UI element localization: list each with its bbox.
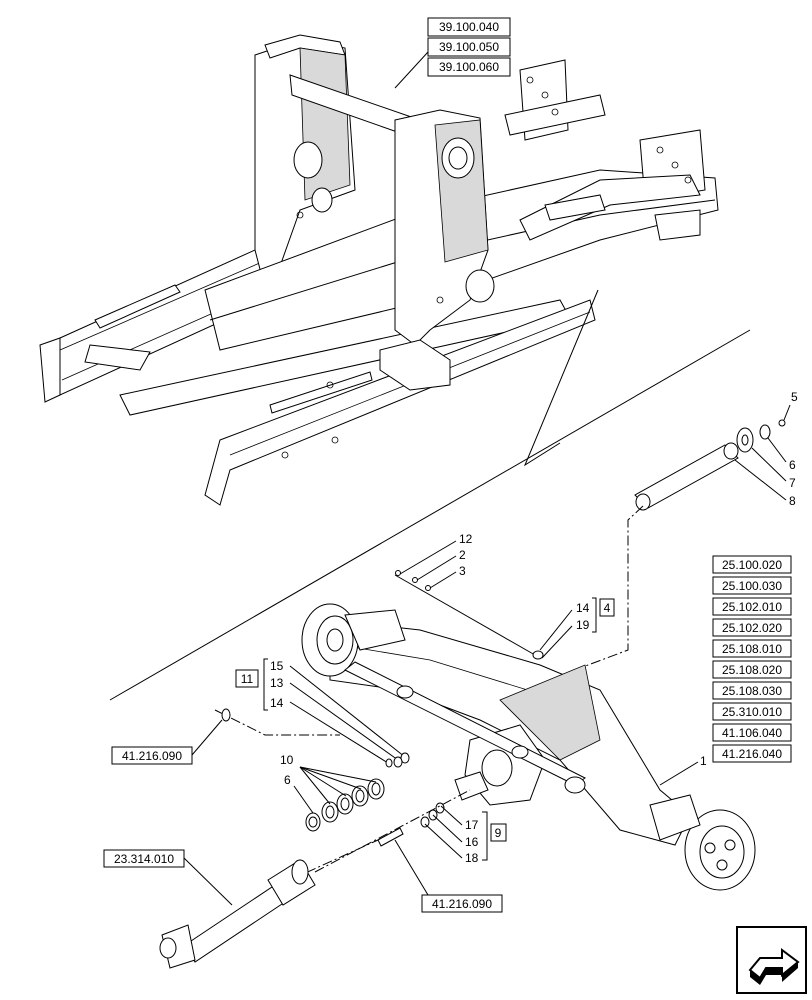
- callout-5: 5: [791, 390, 798, 404]
- driveshaft-ref[interactable]: 23.314.010: [114, 852, 174, 866]
- callout-9: 9: [495, 826, 502, 840]
- frame-ref-1[interactable]: 39.100.040: [439, 20, 499, 34]
- callout-1: 1: [700, 754, 707, 768]
- frame-reference-group: 39.100.040 39.100.050 39.100.060: [427, 17, 511, 77]
- callout-15: 15: [270, 659, 284, 673]
- axle-ref-8[interactable]: 25.310.010: [722, 705, 782, 719]
- tractor-frame-drawing: [39, 34, 719, 506]
- axle-ref-7[interactable]: 25.108.030: [722, 684, 782, 698]
- axle-ref-10[interactable]: 41.216.040: [722, 747, 782, 761]
- axle-ref-6[interactable]: 25.108.020: [722, 663, 782, 677]
- frame-ref-3[interactable]: 39.100.060: [439, 60, 499, 74]
- left-ref[interactable]: 41.216.090: [122, 749, 182, 763]
- callout-16: 16: [465, 835, 479, 849]
- callout-19: 19: [576, 618, 590, 632]
- front-axle-drawing: [301, 570, 756, 891]
- callout-7: 7: [789, 476, 796, 490]
- drive-shaft-drawing: [159, 789, 471, 969]
- axle-ref-4[interactable]: 25.102.020: [722, 621, 782, 635]
- axle-ref-9[interactable]: 41.106.040: [722, 726, 782, 740]
- callout-6: 6: [789, 458, 796, 472]
- next-page-arrow-icon: [748, 948, 800, 985]
- shim-washers: [305, 778, 385, 832]
- callout-10: 10: [280, 753, 294, 767]
- axle-ref-3[interactable]: 25.102.010: [722, 600, 782, 614]
- callout-3: 3: [459, 564, 466, 578]
- next-page-button[interactable]: [736, 926, 807, 994]
- callout-14: 14: [576, 601, 590, 615]
- callout-6b: 6: [284, 773, 291, 787]
- callout-2: 2: [459, 548, 466, 562]
- axle-ref-2[interactable]: 25.100.030: [722, 579, 782, 593]
- callout-17: 17: [465, 818, 479, 832]
- callout-12: 12: [459, 532, 473, 546]
- callout-18: 18: [465, 851, 479, 865]
- callout-13: 13: [270, 676, 284, 690]
- callout-14b: 14: [270, 696, 284, 710]
- bottom-ref[interactable]: 41.216.090: [432, 897, 492, 911]
- callout-11: 11: [241, 672, 254, 686]
- axle-reference-group: 25.100.020 25.100.030 25.102.010 25.102.…: [712, 555, 792, 763]
- axle-ref-1[interactable]: 25.100.020: [722, 558, 782, 572]
- callout-4: 4: [604, 601, 611, 615]
- axle-ref-5[interactable]: 25.108.010: [722, 642, 782, 656]
- pivot-pin-assembly: [547, 419, 786, 681]
- frame-ref-2[interactable]: 39.100.050: [439, 40, 499, 54]
- callout-8: 8: [789, 494, 796, 508]
